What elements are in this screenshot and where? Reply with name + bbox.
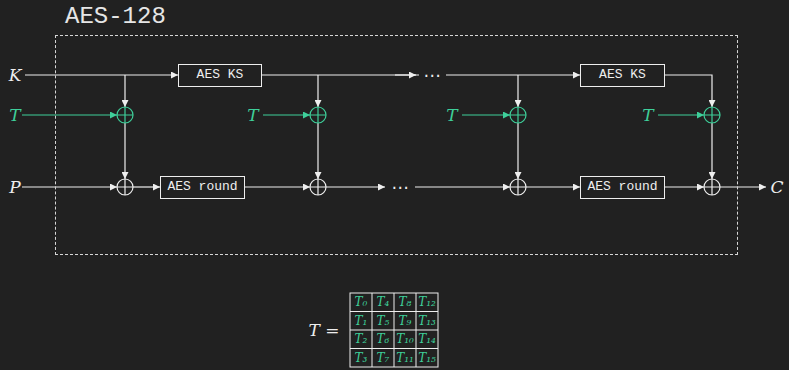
process-box: AES KS [580,64,665,87]
tweak-wire [462,114,510,115]
key-wire [517,123,518,179]
box-label: AES round [167,180,237,194]
ellipsis: ⋯ [419,65,446,85]
cipher-frame: AES-128AES KSAES KSAES roundAES round [55,35,738,255]
xor-symbol [310,107,326,123]
tweak-wire [22,114,117,115]
key-symbol: K [9,65,22,85]
key-wire [124,75,125,107]
tweak-cell: T₁₄ [418,332,436,346]
tweak-cell: T₁₅ [418,351,436,365]
xor-symbol [704,107,720,123]
state-wire [22,186,117,187]
ellipsis: ⋯ [387,177,414,197]
xor-symbol [310,107,326,123]
process-box: AES round [160,176,245,199]
xor-symbol [117,179,133,195]
xor-symbol [704,107,720,123]
key-wire [317,75,318,107]
matrix-grid [350,293,438,367]
xor-symbol [310,179,326,195]
tweak-cell: T₄ [377,295,390,309]
tweak-cell: T₀ [355,295,368,309]
xor-symbol [704,179,720,195]
key-wire [124,123,125,179]
tweak-cell: T₁₁ [396,351,414,365]
key-wire [665,75,712,107]
frame-title: AES-128 [65,5,166,29]
tweak-symbol: T [446,105,457,125]
key-wire [317,123,318,179]
tweak-symbol: T [642,105,653,125]
tweak-wire [263,114,310,115]
xor-symbol [510,107,526,123]
tweak-wire [658,114,704,115]
state-wire [665,186,704,187]
key-wire [711,123,712,179]
tweak-symbol: T [247,105,258,125]
state-wire [415,186,510,187]
process-box: AES round [580,176,665,199]
state-wire [720,186,766,187]
tweak-cell: T₁₂ [418,295,436,309]
tweak-symbol: T [9,105,20,125]
box-label: AES KS [599,68,646,82]
xor-symbol [117,107,133,123]
state-wire [326,186,385,187]
box-label: AES KS [197,68,244,82]
wires [22,75,766,187]
tweak-xors [117,107,720,123]
process-box: AES KS [178,64,262,87]
key-wire [25,74,178,75]
tweak-equation: T = [309,320,340,340]
state-wire [526,186,580,187]
tweak-cell: T₅ [377,314,390,328]
ciphertext-symbol: C [770,177,783,197]
xor-symbol [510,179,526,195]
tweak-cell: T₇ [377,351,390,365]
tweak-matrix-grid [350,293,438,367]
xor-symbol [510,107,526,123]
state-wire [245,186,310,187]
xor-symbol [117,107,133,123]
tweak-cell: T₆ [377,332,390,346]
box-label: AES round [587,180,657,194]
matrix-border [350,293,438,367]
xor-symbol [117,179,133,195]
state-xors [117,179,720,195]
key-wire [517,75,518,107]
tweak-cell: T₉ [399,314,412,328]
xor-symbol [310,179,326,195]
tweak-cell: T₁ [355,314,368,328]
tweak-cell: T₁₀ [396,332,414,346]
xor-symbol [704,179,720,195]
state-wire [133,186,160,187]
tweak-cell: T₃ [355,351,368,365]
plaintext-symbol: P [9,177,20,197]
tweak-cell: T₁₃ [418,314,436,328]
tweak-cell: T₈ [399,295,412,309]
tweak-cell: T₂ [355,332,368,346]
xor-symbol [510,179,526,195]
